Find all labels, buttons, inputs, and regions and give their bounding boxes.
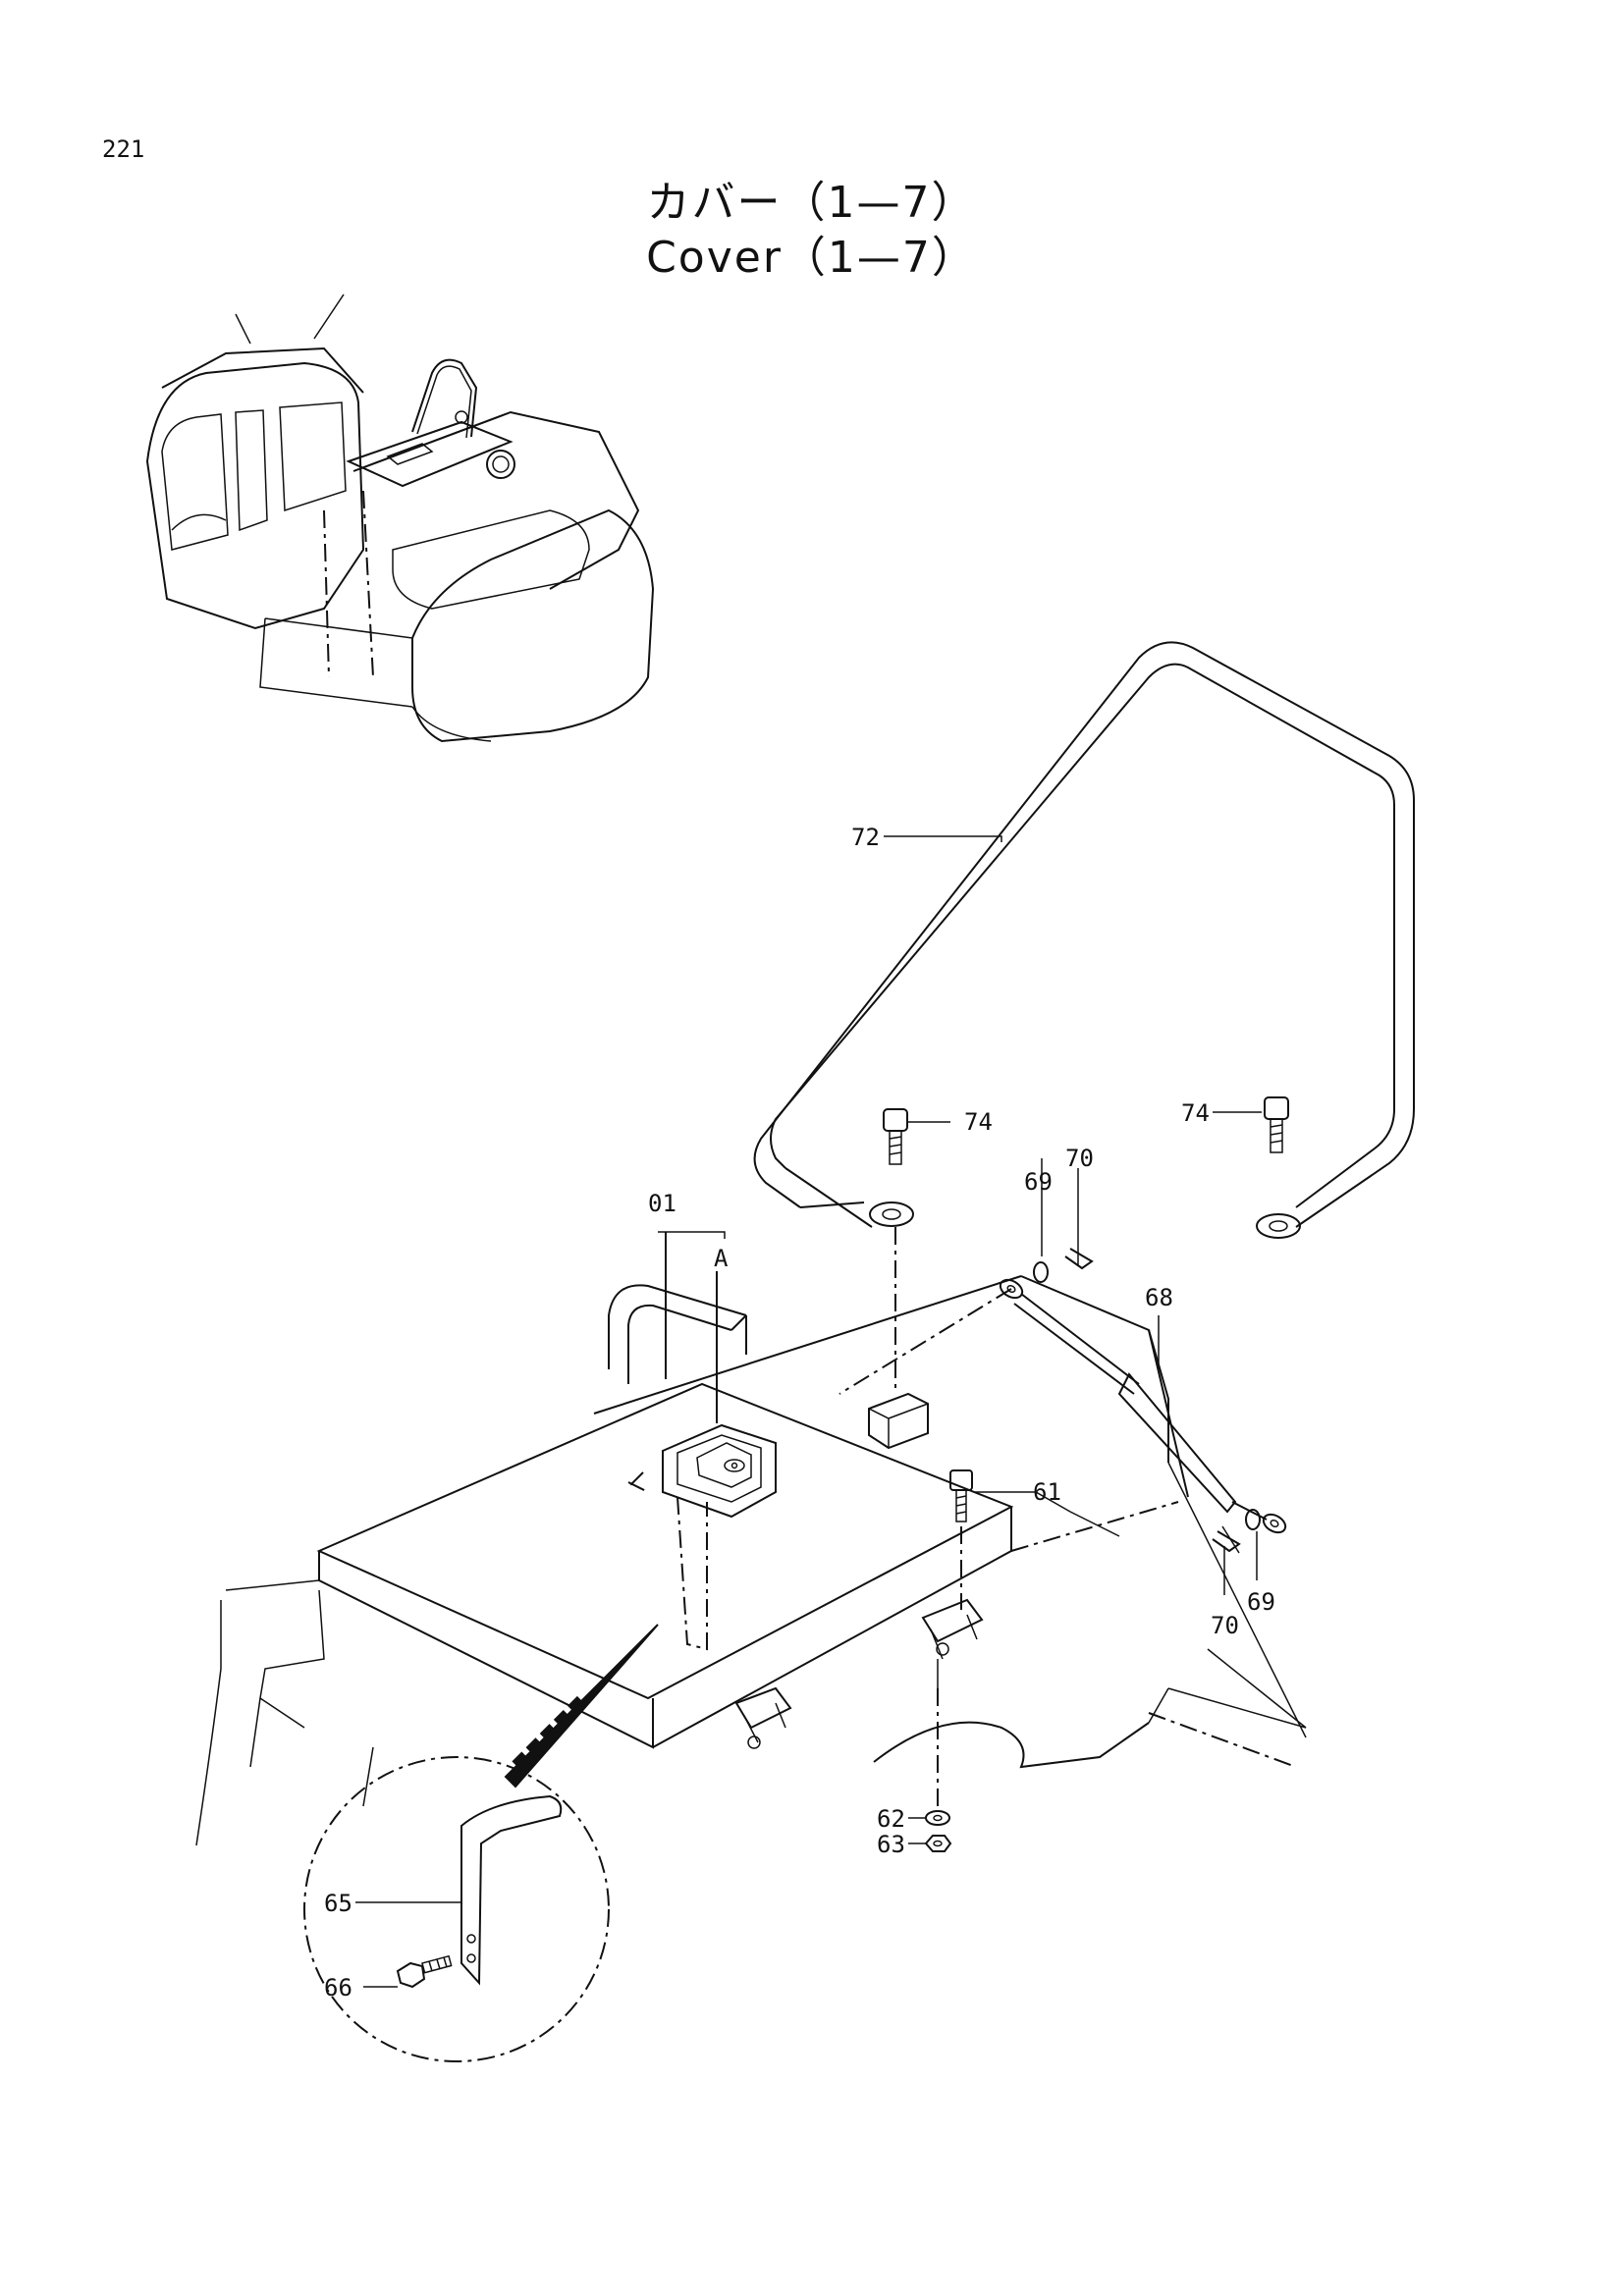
callout-65: 65	[324, 1890, 352, 1917]
callout-63: 63	[877, 1831, 905, 1858]
title-english: Cover（1—7）	[646, 233, 977, 283]
excavator-overview	[145, 294, 655, 743]
callout-01: 01	[648, 1190, 676, 1217]
callout-72: 72	[851, 824, 880, 851]
callout-69-lower: 69	[1247, 1588, 1275, 1616]
bolt-74-right	[1264, 1096, 1289, 1153]
bolt-74-left	[883, 1108, 908, 1165]
callout-69-upper: 69	[1024, 1168, 1053, 1196]
leader-lines	[355, 835, 1262, 1988]
washer-69-lower	[1245, 1509, 1261, 1530]
callout-74-right: 74	[1181, 1099, 1210, 1127]
callout-68: 68	[1145, 1284, 1173, 1311]
gas-spring-68	[839, 1278, 1287, 1534]
callout-70-lower: 70	[1211, 1612, 1239, 1639]
callout-74-left: 74	[964, 1108, 993, 1136]
pin-70-upper	[1064, 1245, 1094, 1270]
washer-69-upper	[1033, 1261, 1049, 1283]
callout-70-upper: 70	[1065, 1145, 1094, 1172]
page-number: 221	[102, 135, 145, 163]
callout-A: A	[714, 1245, 729, 1272]
title-japanese: カバー（1—7）	[646, 178, 977, 228]
callout-62: 62	[877, 1805, 905, 1833]
callout-labels: 72 74 74 01 A 69 70 68 61 70 69 62 63 65…	[324, 824, 1275, 2002]
cover-panel	[195, 1232, 1307, 1852]
handrail-72	[753, 641, 1415, 1239]
inset-detail	[303, 1756, 610, 2062]
callout-61: 61	[1033, 1478, 1061, 1506]
callout-66: 66	[324, 1974, 352, 2002]
pin-70-lower	[1212, 1525, 1241, 1554]
